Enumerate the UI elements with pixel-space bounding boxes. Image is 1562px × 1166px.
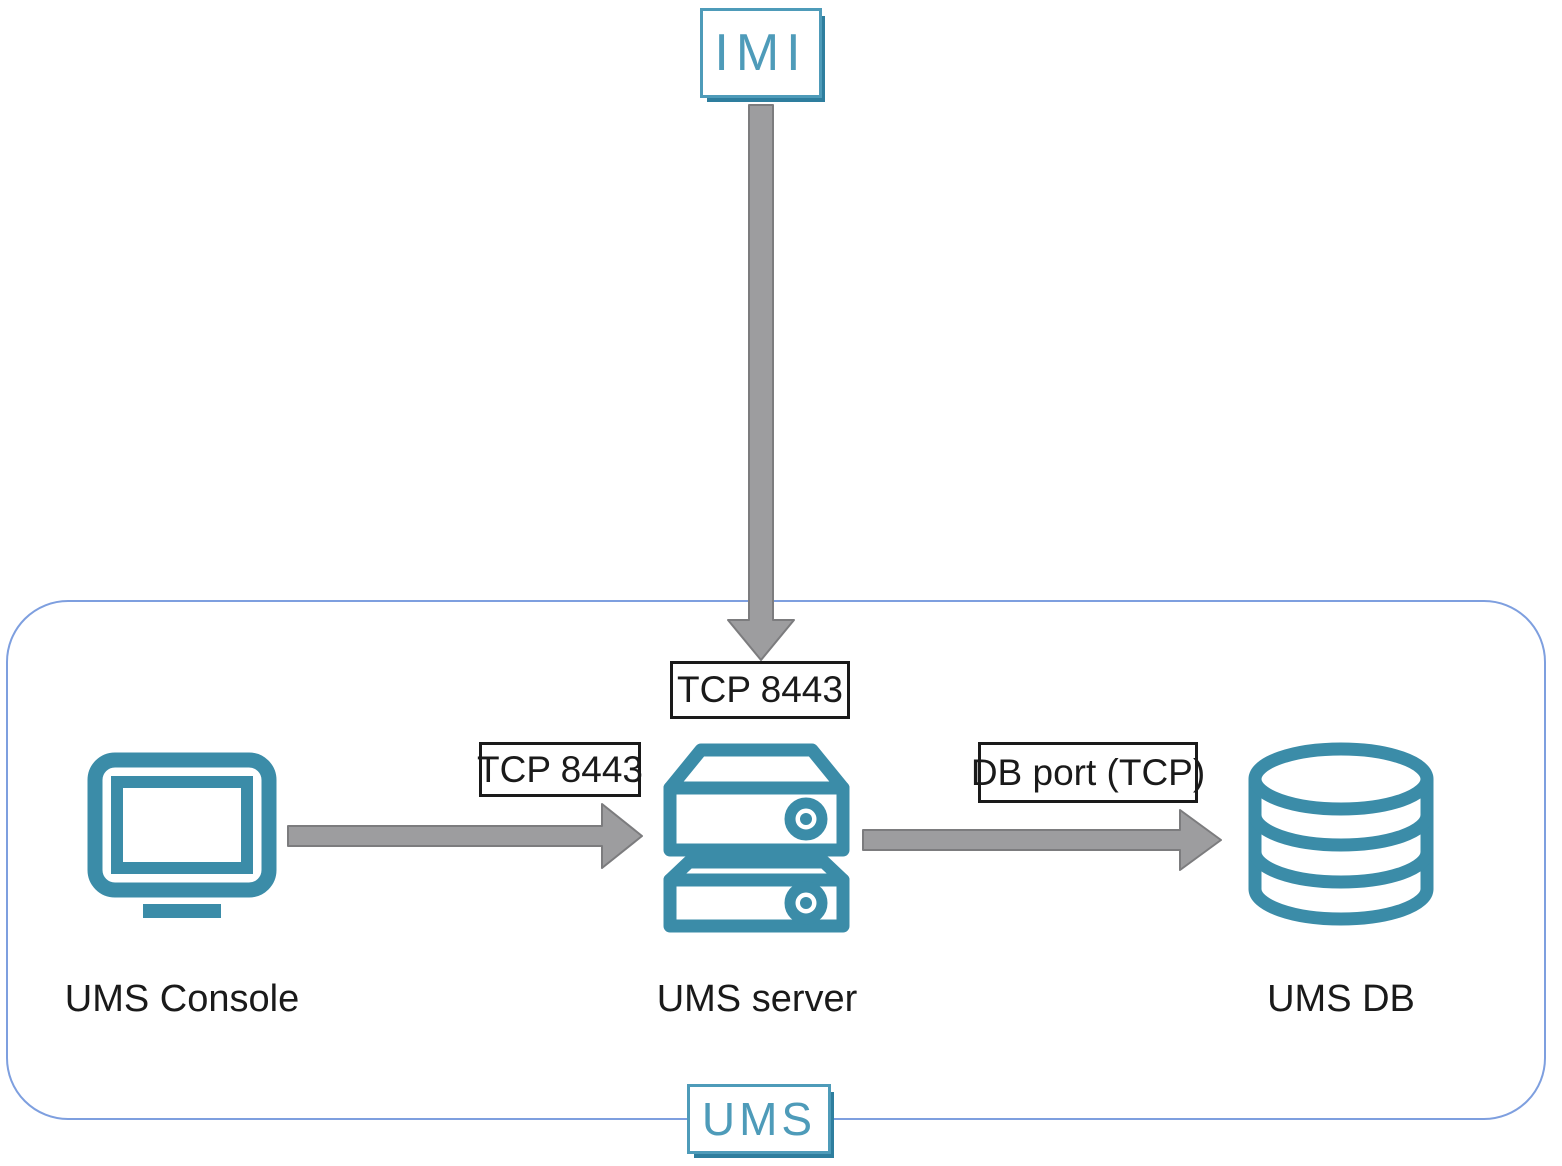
node-label-ums-db: UMS DB (1267, 978, 1415, 1020)
database-icon (1248, 742, 1434, 926)
port-label-text: TCP 8443 (477, 748, 643, 790)
arrow-down-icon (727, 104, 795, 661)
port-label-text: TCP 8443 (677, 669, 843, 710)
node-label-ums-console: UMS Console (64, 978, 300, 1020)
ums-label: UMS (701, 1093, 817, 1145)
imi-node: IMI (700, 8, 822, 98)
node-label-ums-server: UMS server (656, 978, 858, 1020)
server-icon (663, 743, 850, 933)
imi-label: IMI (714, 24, 808, 82)
port-label-imi-to-server: TCP 8443 (670, 661, 850, 719)
arrow-right-icon (862, 809, 1222, 871)
ums-boundary-label: UMS (687, 1084, 831, 1154)
monitor-icon (87, 752, 277, 918)
port-label-console-to-server: TCP 8443 (477, 742, 643, 797)
port-label-text: DB port (TCP) (970, 751, 1206, 793)
port-label-server-to-db: DB port (TCP) (971, 742, 1205, 803)
arrow-right-icon (287, 803, 643, 869)
